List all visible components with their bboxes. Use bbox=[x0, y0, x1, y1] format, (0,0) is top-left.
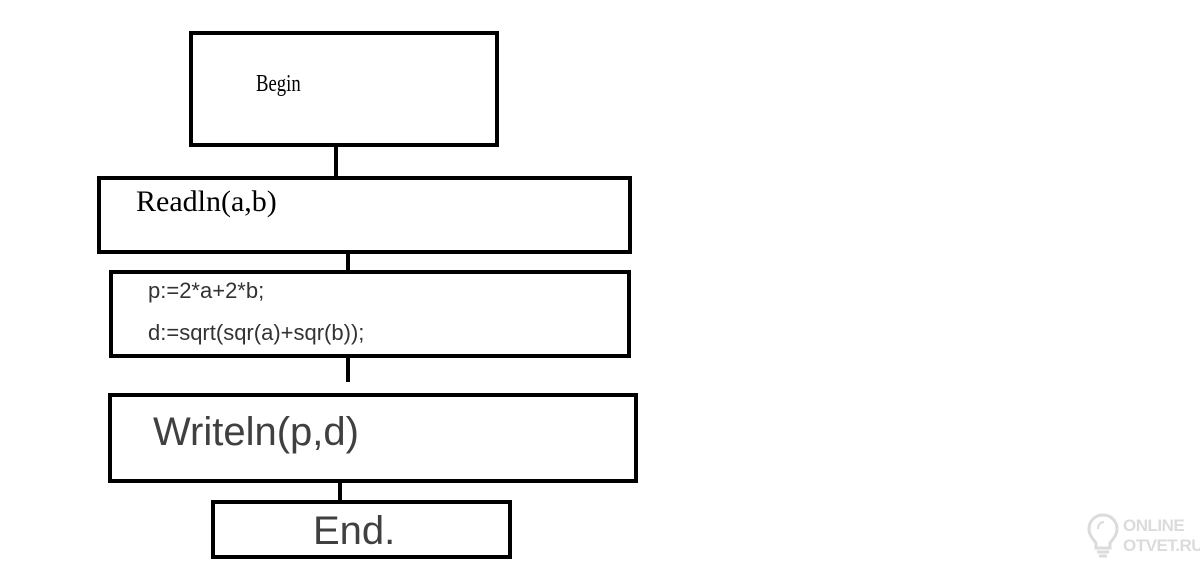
perimeter-statement: p:=2*a+2*b; bbox=[148, 278, 265, 303]
output-block bbox=[108, 393, 638, 483]
watermark-line2: OTVET.RU bbox=[1123, 536, 1200, 555]
end-label: End. bbox=[313, 509, 396, 553]
connector-output-to-end bbox=[338, 483, 342, 500]
site-watermark: ONLINE OTVET.RU bbox=[1086, 510, 1200, 560]
input-statement: Readln(a,b) bbox=[136, 185, 277, 218]
calculation-block bbox=[109, 270, 631, 358]
output-statement: Writeln(p,d) bbox=[153, 410, 359, 454]
watermark-line1: ONLINE bbox=[1123, 516, 1185, 535]
connector-input-to-calculation bbox=[346, 254, 350, 270]
lightbulb-icon bbox=[1087, 513, 1119, 558]
connector-calculation-to-output bbox=[346, 358, 350, 382]
connector-begin-to-input bbox=[334, 147, 338, 176]
begin-block bbox=[189, 31, 499, 147]
end-block bbox=[211, 500, 512, 559]
input-block bbox=[97, 176, 632, 254]
begin-label: Begin bbox=[256, 71, 301, 97]
diagonal-statement: d:=sqrt(sqr(a)+sqr(b)); bbox=[148, 320, 365, 345]
